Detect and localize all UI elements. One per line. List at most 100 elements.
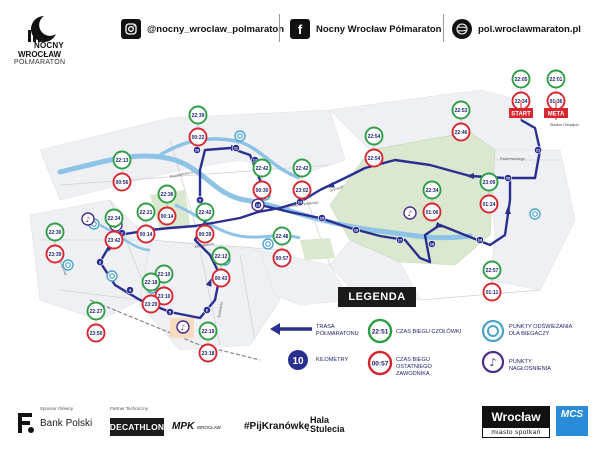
hala-line-1: Hala [310, 415, 330, 425]
leader-time-badge-text: 22:39 [192, 113, 205, 119]
leader-time-badge-text: 22:13 [116, 158, 129, 164]
street-label: Grunwaldzka [329, 183, 350, 193]
street-label: Paderewskiego [500, 157, 525, 161]
km-number: 15 [320, 216, 325, 221]
last-time-badge-text: 00:39 [199, 232, 212, 238]
legend-music-icon: ♪ [481, 350, 505, 374]
railway [89, 299, 261, 361]
leader-time-badge: 22:42 [292, 158, 312, 178]
route-arrow [435, 221, 444, 228]
km-number: 16 [354, 228, 359, 233]
leader-time-badge-text: 22:53 [455, 108, 468, 114]
km-number: 10 [195, 148, 200, 153]
last-time-badge: 00:30 [252, 180, 272, 200]
leader-time-badge-text: 22:54 [368, 134, 381, 140]
km-marker: 10 [193, 146, 201, 154]
facebook-icon: f [290, 19, 310, 39]
route-arrow [505, 206, 511, 214]
last-time-badge-text: 00:56 [116, 180, 129, 186]
instagram-link[interactable]: @nocny_wroclaw_polmaraton [121, 18, 284, 40]
last-time-badge-text: 00:14 [161, 214, 174, 220]
main-sponsor-caption: Sponsor Główny [40, 406, 74, 411]
km-marker: 18 [428, 240, 436, 248]
last-time-badge-text: 22:46 [455, 130, 468, 136]
river-arm [159, 137, 301, 180]
leader-time-badge-text: 22:42 [296, 166, 309, 172]
km-number: 6 [206, 308, 209, 313]
last-time-badge-text: 23:29 [145, 302, 158, 308]
last-time-badge: 00:43 [211, 268, 231, 288]
street-line [59, 164, 331, 186]
last-time-badge: 01:11 [482, 282, 502, 302]
last-time-badge: 22:46 [451, 122, 471, 142]
km-number: 13 [256, 203, 261, 208]
wroclaw-tagline: miasto spotkań [482, 428, 550, 438]
park-area [300, 238, 335, 260]
leader-time-badge-text: 22:05 [515, 77, 528, 83]
leader-time-badge: 22:53 [451, 100, 471, 120]
km-marker: 16 [352, 226, 360, 234]
last-time-badge: 23:29 [141, 294, 161, 314]
svg-text:♪: ♪ [181, 323, 186, 332]
route-arrow [466, 173, 474, 179]
last-time-badge: 00:39 [195, 224, 215, 244]
last-time-badge: 00:14 [136, 224, 156, 244]
legend-leader-sample: 22:51 [372, 329, 389, 336]
river-odra [57, 153, 473, 241]
legend-graphics: 10 22:51 00:57 ♪ [270, 318, 505, 376]
leader-time-badge: 22:05 [511, 69, 531, 89]
km-number: 20 [506, 176, 511, 181]
svg-text:♪: ♪ [408, 209, 413, 218]
street-label: Legnicka [59, 261, 68, 276]
km-marker: 19 [476, 236, 484, 244]
legend-last-badge [367, 350, 393, 376]
leader-time-badge-text: 22:18 [145, 280, 158, 286]
leader-time-badge: 22:34 [104, 208, 124, 228]
leader-time-badge: 22:39 [188, 105, 208, 125]
website-link[interactable]: pol.wroclawmaraton.pl [452, 18, 581, 40]
header-divider [443, 14, 444, 42]
legend-last-text: CZAS BIEGU OSTATNIEGO ZAWODNIKA [396, 357, 432, 377]
legend-music-text: PUNKTY NAGŁOŚNIENIA [509, 359, 551, 372]
facebook-link[interactable]: f Nocny Wrocław Półmaraton [290, 18, 441, 40]
km-marker: 4 [126, 286, 134, 294]
last-time-badge: 23:18 [198, 343, 218, 363]
last-time-badge: 23:50 [86, 323, 106, 343]
leader-time-badge: 22:42 [252, 158, 272, 178]
last-time-badge: 22:54 [364, 148, 384, 168]
km-number: 11 [234, 146, 239, 151]
mcs-logo: MCS [556, 406, 588, 436]
mpk-city: WROCŁAW [197, 425, 221, 430]
leader-time-badge: 22:12 [211, 246, 231, 266]
leader-time-badge-text: 22:19 [202, 329, 215, 335]
leader-time-badge-text: 22:42 [199, 210, 212, 216]
last-time-badge: 23:42 [104, 230, 124, 250]
legend-km-badge [288, 350, 308, 370]
finish-label: META [548, 112, 565, 118]
leader-time-badge: 22:57 [482, 260, 502, 280]
leader-time-badge: 22:34 [422, 180, 442, 200]
km-number: 2 [121, 231, 124, 236]
leader-time-badge: 22:01 [546, 69, 566, 89]
last-time-badge-text: 00:57 [276, 256, 289, 262]
hashtag-logo: #PijKranówkę [244, 421, 310, 432]
last-time-badge-text: 00:30 [256, 188, 269, 194]
last-time-badge: 01:06 [422, 202, 442, 222]
leader-time-badge-text: 22:27 [90, 309, 103, 315]
km-marker: 6 [203, 306, 211, 314]
street-line [59, 289, 141, 301]
leader-time-badge-text: 22:48 [276, 234, 289, 240]
km-marker: 5 [166, 308, 174, 316]
km-number: 14 [298, 200, 303, 205]
km-marker: 21 [534, 146, 542, 154]
legend-title: LEGENDA [338, 287, 416, 307]
leader-time-badge: 22:21 [136, 202, 156, 222]
km-marker: 20 [504, 174, 512, 182]
km-number: 18 [430, 242, 435, 247]
leader-time-badge-text: 22:34 [426, 188, 439, 194]
km-number: 4 [129, 288, 132, 293]
km-number: 3 [99, 260, 102, 265]
last-time-badge: 23:39 [45, 244, 65, 264]
route-arrow [326, 181, 335, 188]
